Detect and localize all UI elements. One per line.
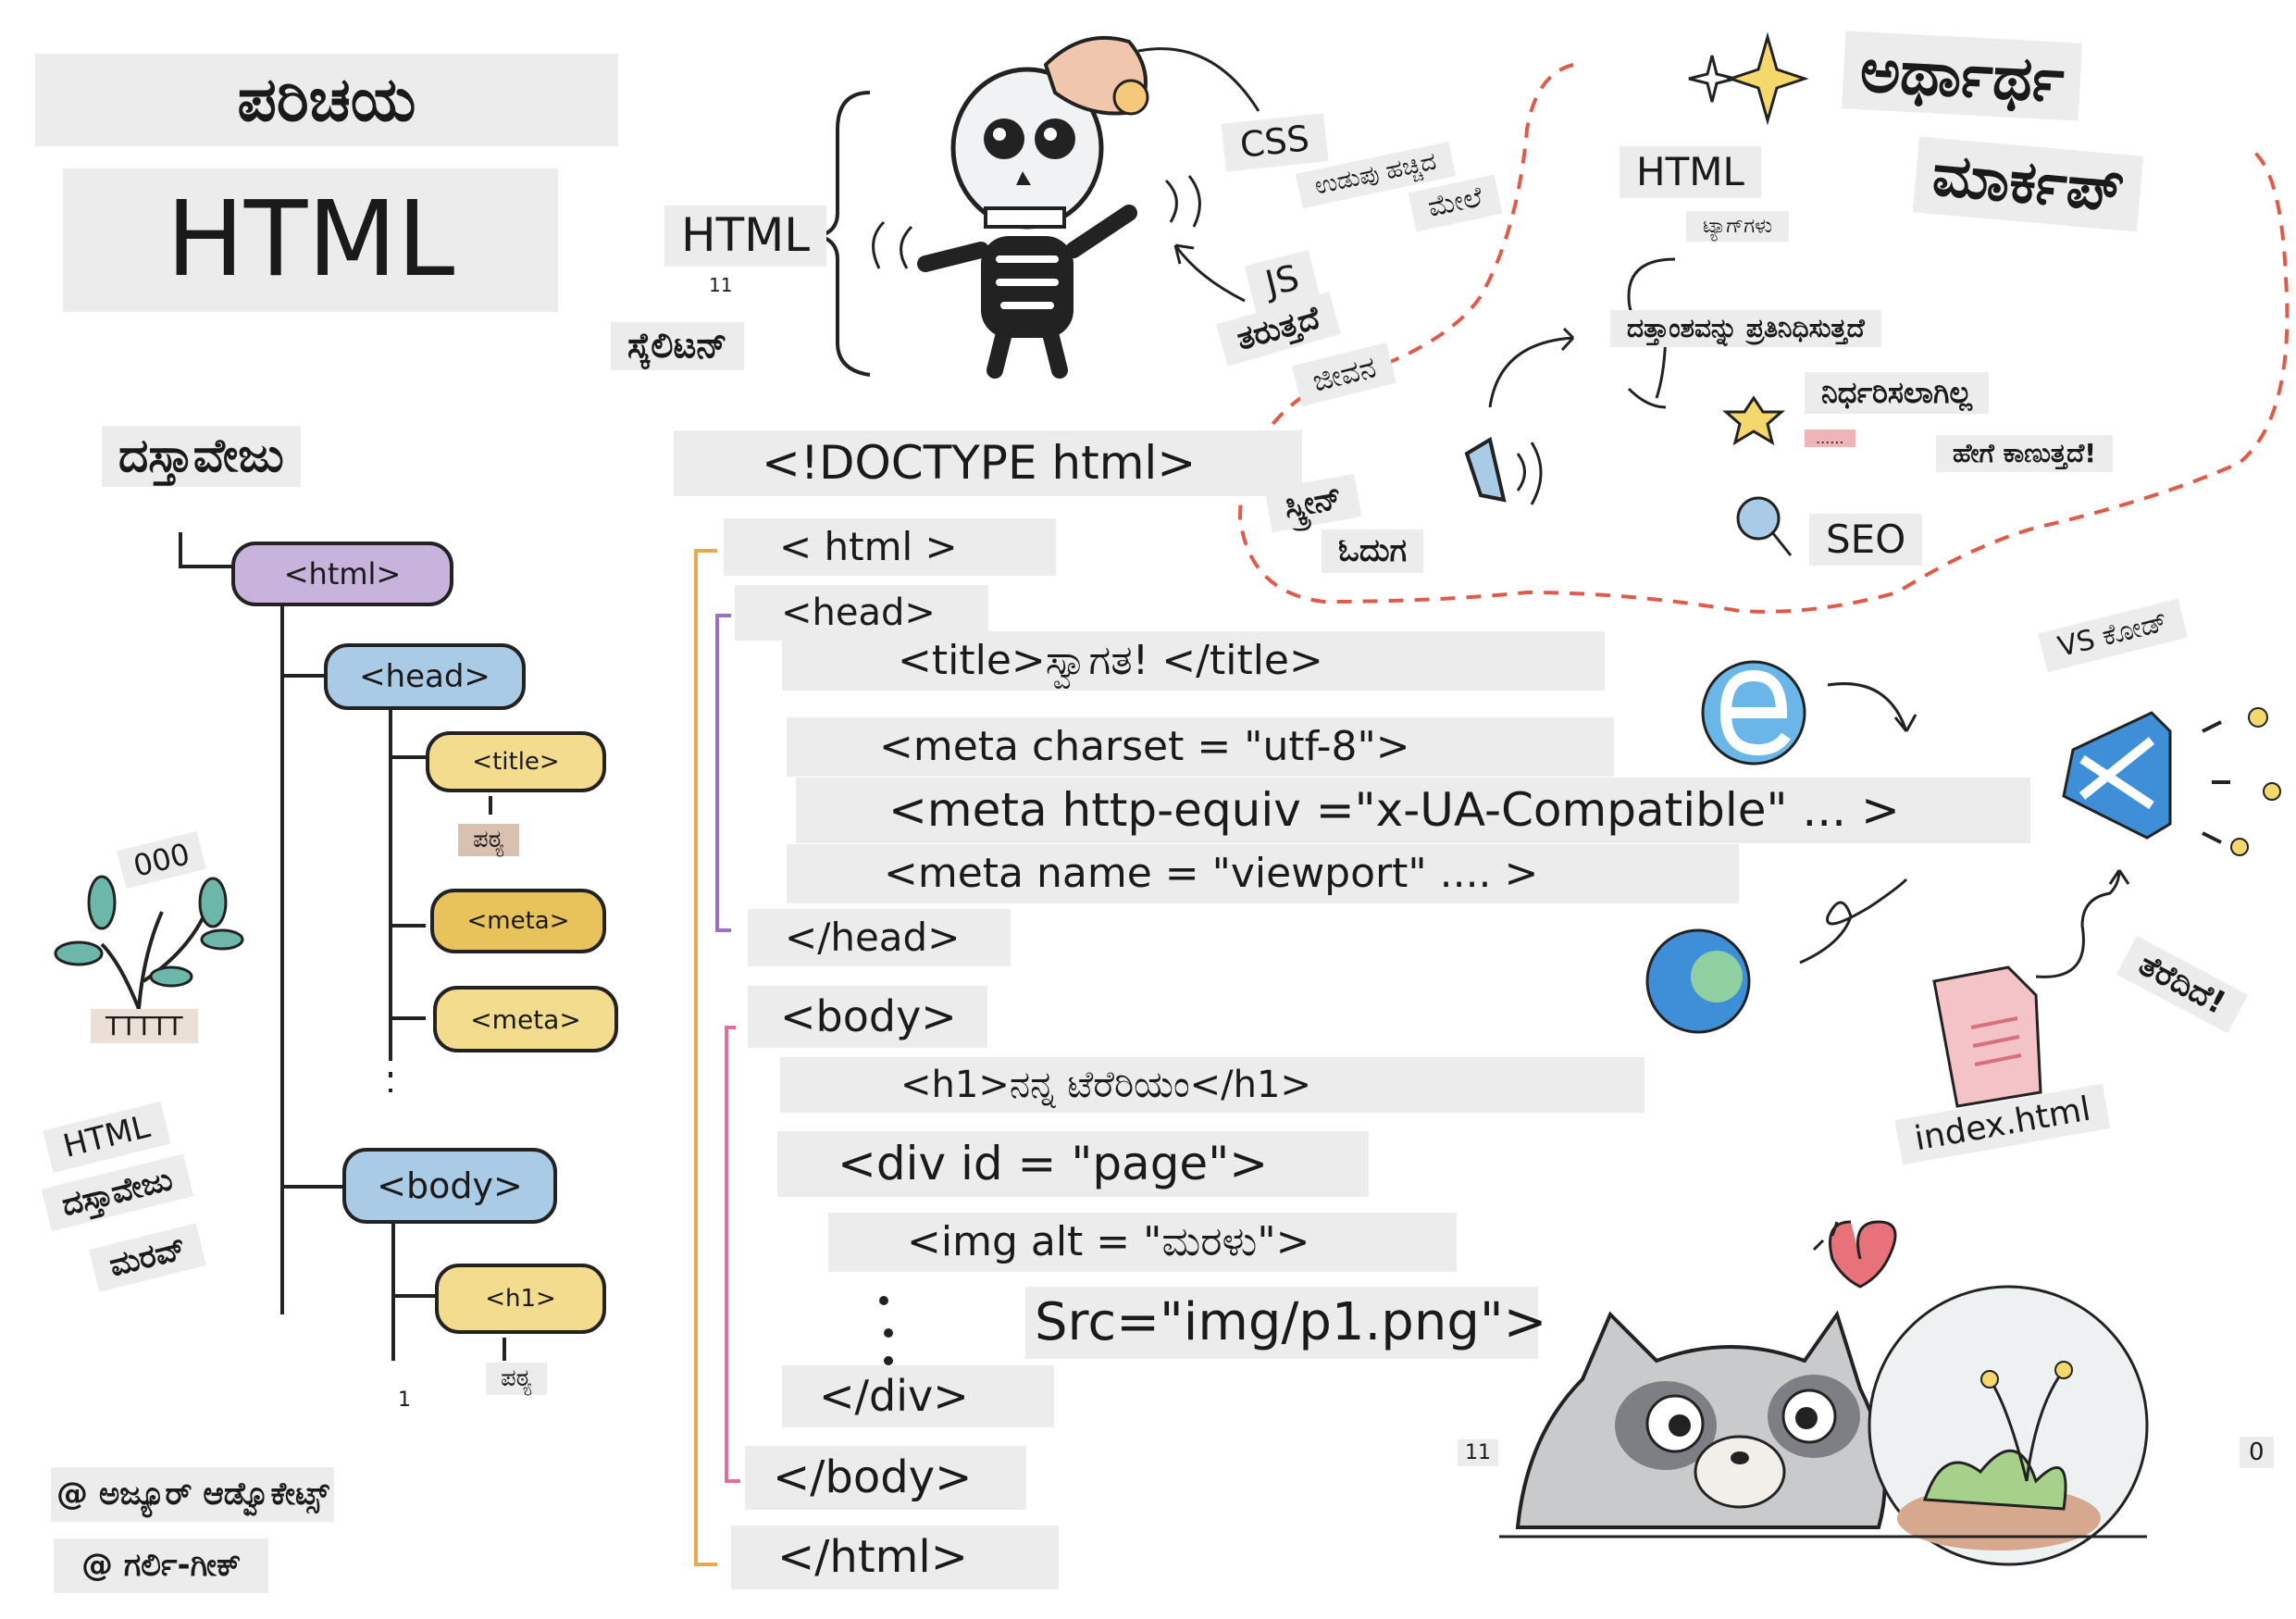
dots-text: ......	[1805, 430, 1855, 447]
tree-node-title: <title>	[426, 731, 606, 792]
head-bracket	[715, 614, 731, 932]
skeleton-label: ಸ್ಕೆಲಿಟನ್	[611, 322, 744, 370]
semantic-dashed-outline	[1237, 63, 2290, 614]
speaker-illustration	[1464, 327, 1575, 505]
code-head-open: <head>	[735, 585, 988, 641]
tree-node-meta-2: <meta>	[433, 986, 618, 1052]
file-illustration	[1932, 965, 2042, 1108]
plant-tag-2: TTTTT	[91, 1009, 198, 1043]
code-div-close: </div>	[782, 1365, 1054, 1427]
code-meta-charset: <meta charset = "utf-8">	[787, 717, 1614, 778]
vscode-illustration	[2035, 707, 2281, 978]
code-h1: <h1>ನನ್ನ ಟೆರೆರಿಯಂ</h1>	[780, 1057, 1644, 1113]
tree-lines	[179, 532, 506, 1361]
tree-title-text: ಪಠ್ಯ	[458, 824, 520, 856]
tree-node-head: <head>	[324, 643, 526, 710]
skeleton-small-number: 11	[709, 274, 733, 296]
tree-h1-text: ಪಠ್ಯ	[486, 1363, 548, 1395]
html-bracket	[694, 549, 717, 1566]
bottom-number-11: 11	[1458, 1439, 1498, 1466]
body-bracket	[725, 1026, 740, 1483]
bottom-number-0: 0	[2240, 1437, 2274, 1468]
skeleton-illustration	[872, 35, 1260, 379]
tree-ellipsis-number: 1	[398, 1389, 411, 1412]
seo-label: SEO	[1809, 514, 1923, 567]
code-head-close: </head>	[748, 909, 1011, 967]
skeleton-html-label: HTML	[664, 205, 827, 267]
code-img: <img alt = "ಮರಳು">	[828, 1213, 1457, 1273]
code-title: <title>ಸ್ವಾಗತ! </title>	[782, 631, 1605, 691]
semantic-html-label: HTML	[1620, 146, 1761, 199]
tree-node-body: <body>	[342, 1148, 557, 1224]
tree-node-h1: <h1>	[435, 1264, 606, 1334]
tree-node-html: <html>	[231, 542, 453, 606]
tree-node-meta-1: <meta>	[430, 889, 606, 953]
html-title: HTML	[63, 168, 558, 312]
code-src: Src="img/p1.png">	[1025, 1287, 1547, 1359]
code-meta-viewport: <meta name = "viewport" .... >	[787, 844, 1739, 904]
credit-azure-advocates: @ ಅಜ್ಯೂರ್ ಆಡ್ವೊಕೇಟ್ಸ್	[51, 1467, 335, 1523]
represents-data-text: ದತ್ತಾಂಶವನ್ನು ಪ್ರತಿನಿಧಿಸುತ್ತದೆ	[1610, 310, 1881, 348]
browser-illustrations	[1645, 660, 1917, 1034]
how-it-looks-text: ಹೇಗೆ ಕಾಣುತ್ತದೆ!	[1936, 435, 2114, 473]
not-defined-text: ನಿರ್ಧರಿಸಲಾಗಿಲ್ಲ	[1805, 372, 1990, 414]
sparkle-doodles	[1627, 31, 1809, 556]
code-body-close: </body>	[745, 1446, 1026, 1510]
intro-title: ಪರಿಚಯ	[35, 54, 618, 146]
code-html-open: < html >	[724, 518, 1056, 577]
semantic-tags-label: ಟ್ಯಾಗ್‌ಗಳು	[1686, 211, 1790, 243]
code-div-open: <div id = "page">	[777, 1131, 1369, 1197]
code-doctype: <!DOCTYPE html>	[674, 430, 1302, 496]
credit-girliegeek: @ ಗರ್ಲಿ-ಗೀಕ್	[54, 1538, 269, 1594]
code-body-open: <body>	[748, 986, 987, 1048]
code-html-close: </html>	[731, 1526, 1059, 1589]
screen-reader-label-2: ಓದುಗ	[1322, 529, 1424, 574]
plant-illustration	[54, 875, 244, 1010]
document-heading: ದಸ್ತಾವೇಜು	[102, 426, 301, 487]
semantic-title-1: ಅರ್ಥಾರ್ಥ	[1841, 31, 2083, 121]
code-meta-http-equiv: <meta http-equiv ="x-UA-Compatible" ... …	[796, 778, 2030, 843]
raccoon-terrarium-illustration	[1499, 1220, 2149, 1566]
